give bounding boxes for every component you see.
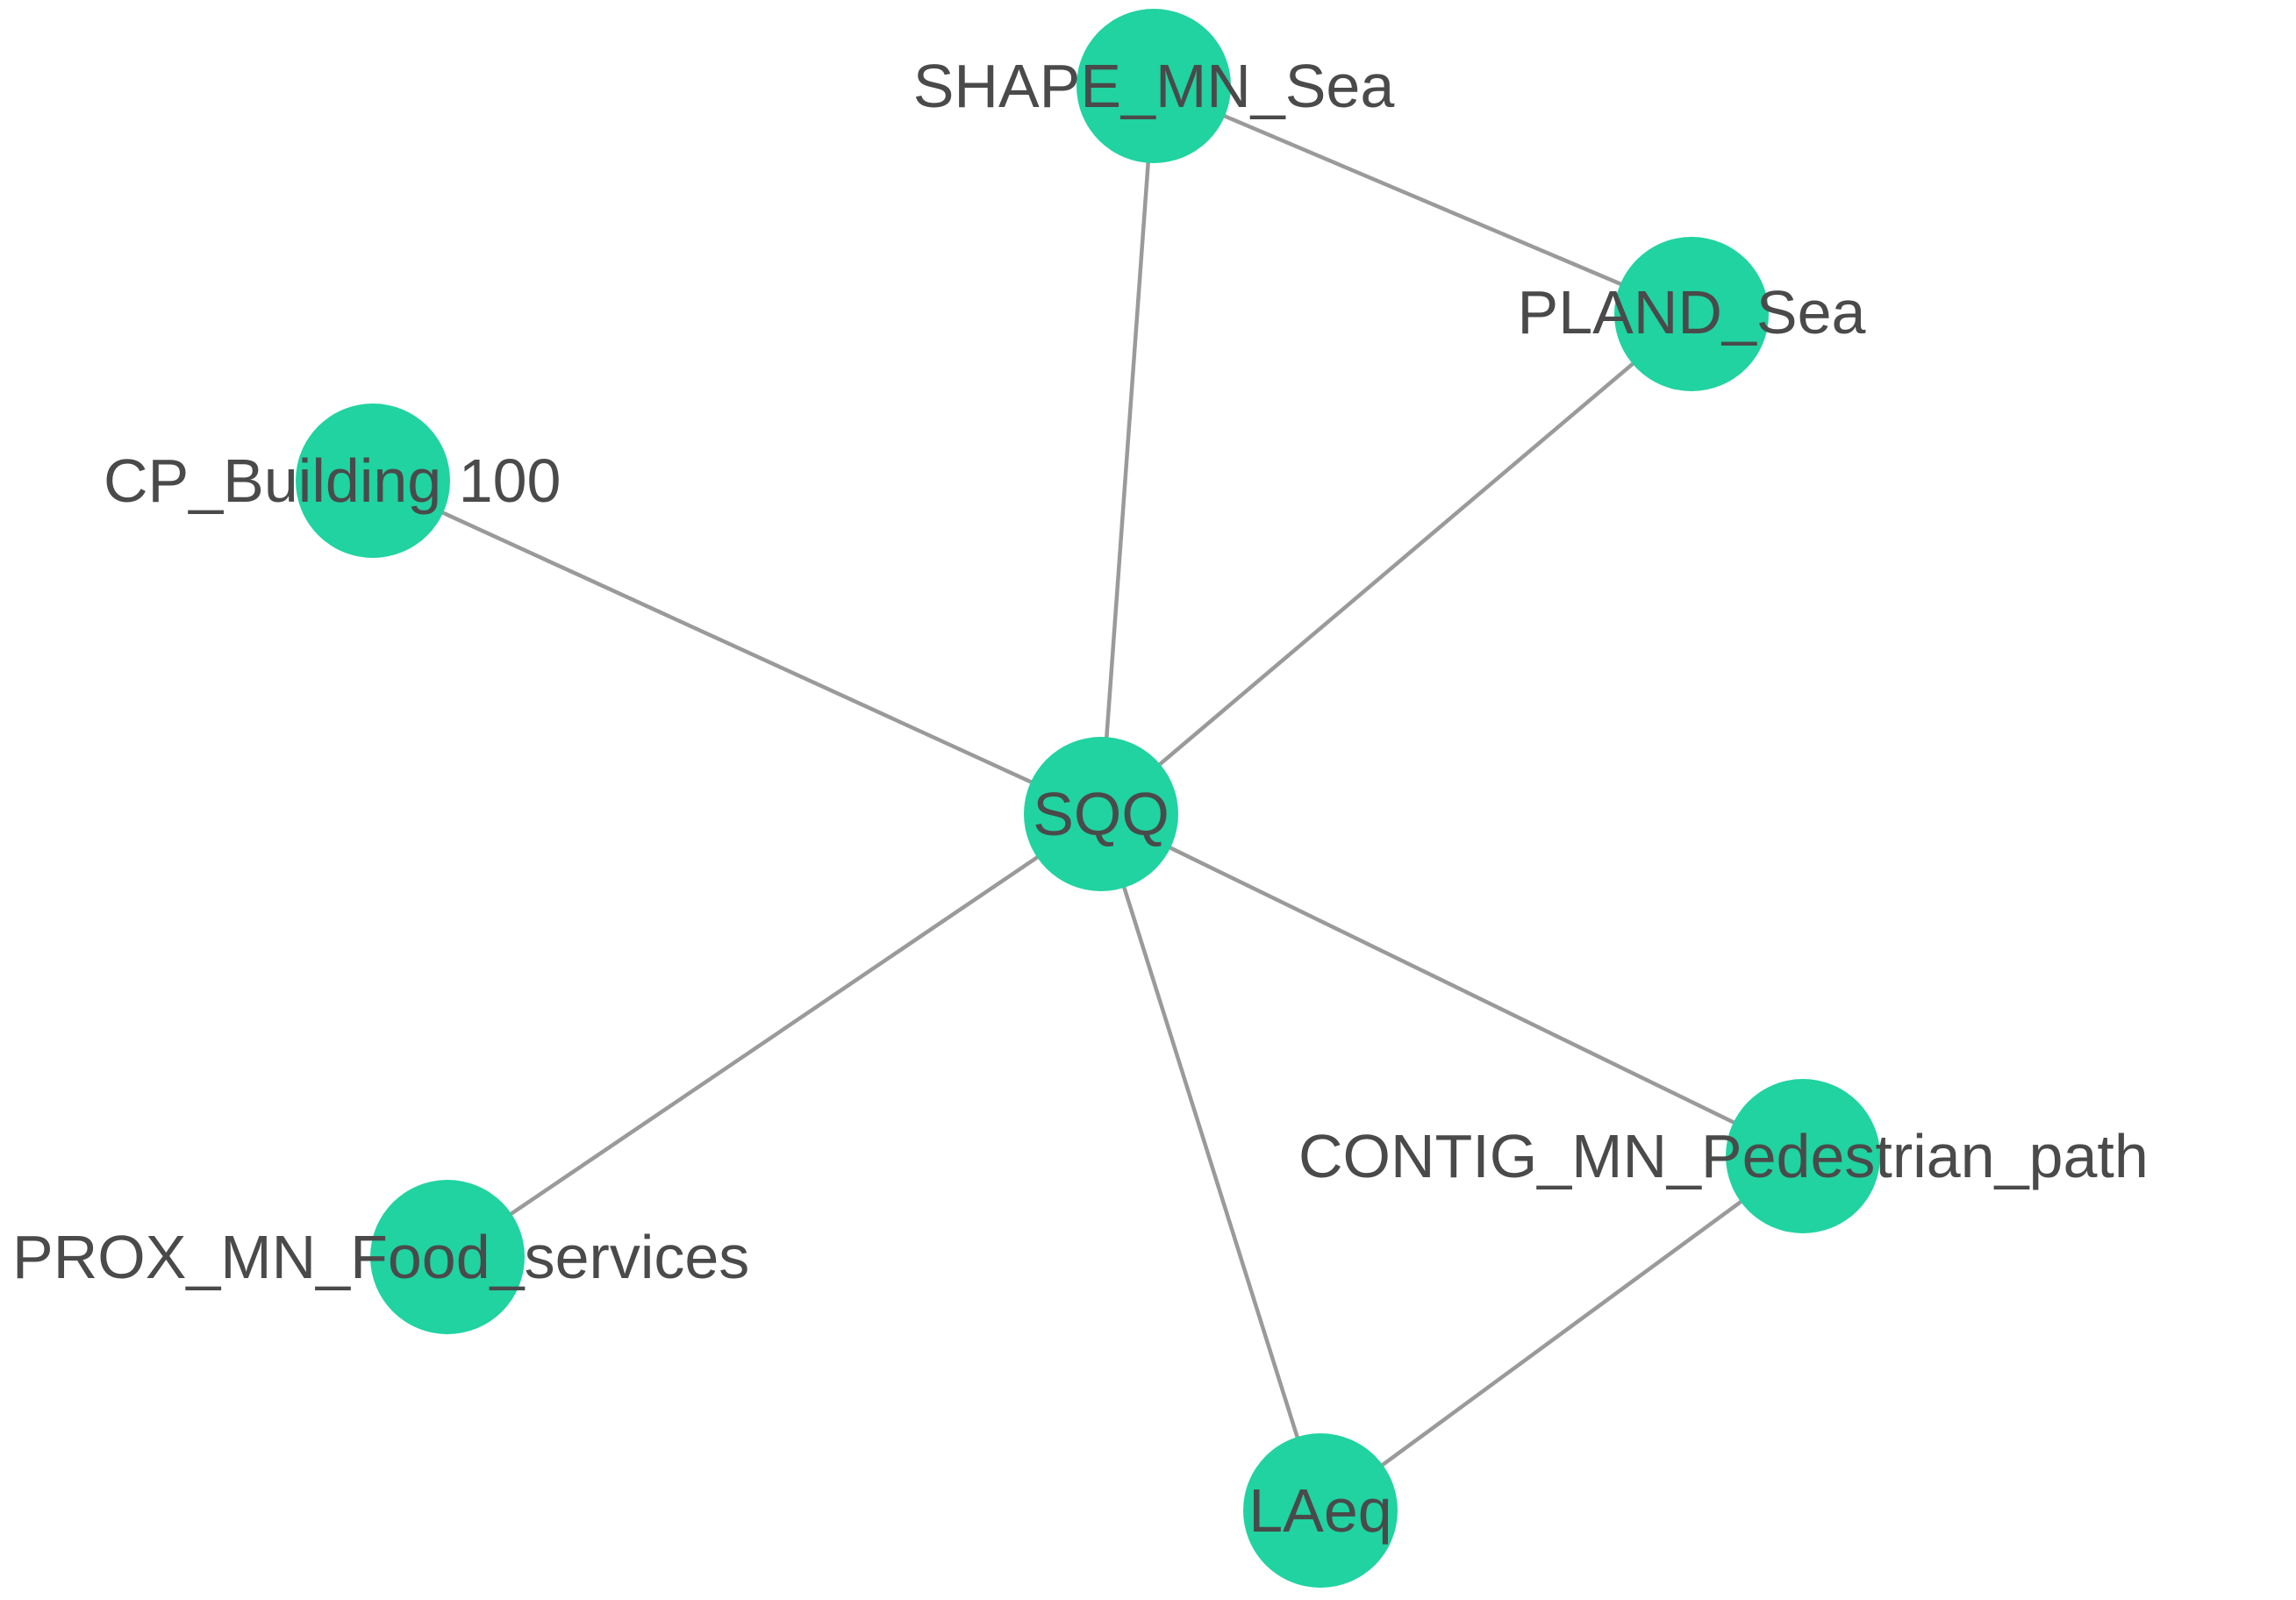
node-shape-mn-sea	[1076, 9, 1231, 163]
node-label-shape-mn-sea: SHAPE_MN_Sea	[913, 52, 1395, 120]
edge-sqq-to-contig-mn-pedestrian-path	[1100, 811, 1804, 1159]
node-label-contig-mn-pedestrian-path: CONTIG_MN_Pedestrian_path	[1298, 1122, 2149, 1190]
edge-sqq-to-prox-mn-food-services	[446, 812, 1103, 1259]
edge-sqq-to-pland-sea	[1099, 312, 1693, 816]
node-label-sqq: SQQ	[1033, 780, 1169, 848]
edge-sqq-to-shape-mn-sea	[1098, 85, 1156, 815]
edge-contig-mn-pedestrian-path-to-laeq	[1319, 1154, 1805, 1512]
edge-sqq-to-cp-building-100	[372, 478, 1102, 817]
node-label-pland-sea: PLAND_Sea	[1518, 278, 1866, 346]
edge-shape-mn-sea-to-pland-sea	[1153, 83, 1692, 317]
edge-sqq-to-laeq	[1098, 813, 1323, 1511]
edges-layer	[372, 83, 1805, 1512]
node-pland-sea	[1614, 237, 1769, 391]
node-label-cp-building-100: CP_Building 100	[104, 446, 561, 515]
node-label-laeq: LAeq	[1248, 1476, 1391, 1545]
node-cp-building-100	[296, 404, 450, 558]
node-contig-mn-pedestrian-path	[1726, 1079, 1880, 1233]
nodes-layer	[296, 9, 1880, 1588]
node-label-prox-mn-food-services: PROX_MN_Food_services	[12, 1223, 749, 1291]
node-prox-mn-food-services	[370, 1180, 525, 1334]
node-laeq	[1243, 1433, 1398, 1588]
node-sqq	[1024, 737, 1178, 891]
